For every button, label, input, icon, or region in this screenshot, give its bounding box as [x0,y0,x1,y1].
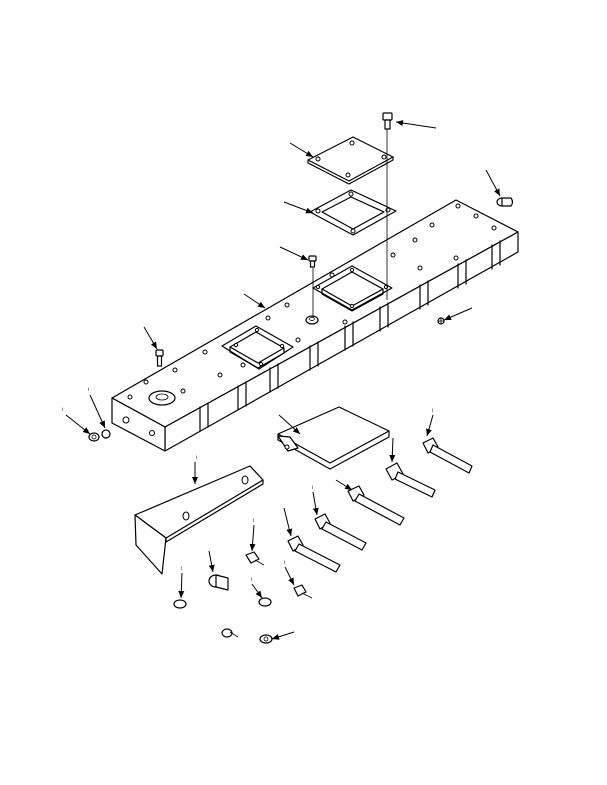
alignment-lines [312,128,388,318]
leader-arrows [65,120,501,640]
manifold-body [111,199,519,452]
callout-mark: i [253,518,254,524]
callout-mark: i [62,407,63,413]
manifold-port-left [221,325,294,370]
callout-marks: i i i i i i i i i [62,387,433,583]
cover-plate [307,136,394,185]
long-bolts [287,437,473,573]
callout-mark: i [181,566,182,572]
callout-mark: i [312,485,313,491]
bracket [134,465,264,575]
stud-left [155,349,164,367]
flat-plate [277,406,390,470]
small-screw [308,255,317,268]
callout-mark: i [88,387,89,393]
manifold-port-right [312,265,393,312]
callout-mark: i [251,577,252,583]
gasket [309,189,397,236]
small-nut [437,317,445,325]
plug-right [496,197,514,207]
callout-mark: i [284,560,285,566]
left-fitting [88,429,111,442]
callout-mark: i [432,408,433,414]
cap-screw-top [382,112,393,130]
callout-mark: i [196,455,197,461]
small-fasteners [173,551,313,644]
